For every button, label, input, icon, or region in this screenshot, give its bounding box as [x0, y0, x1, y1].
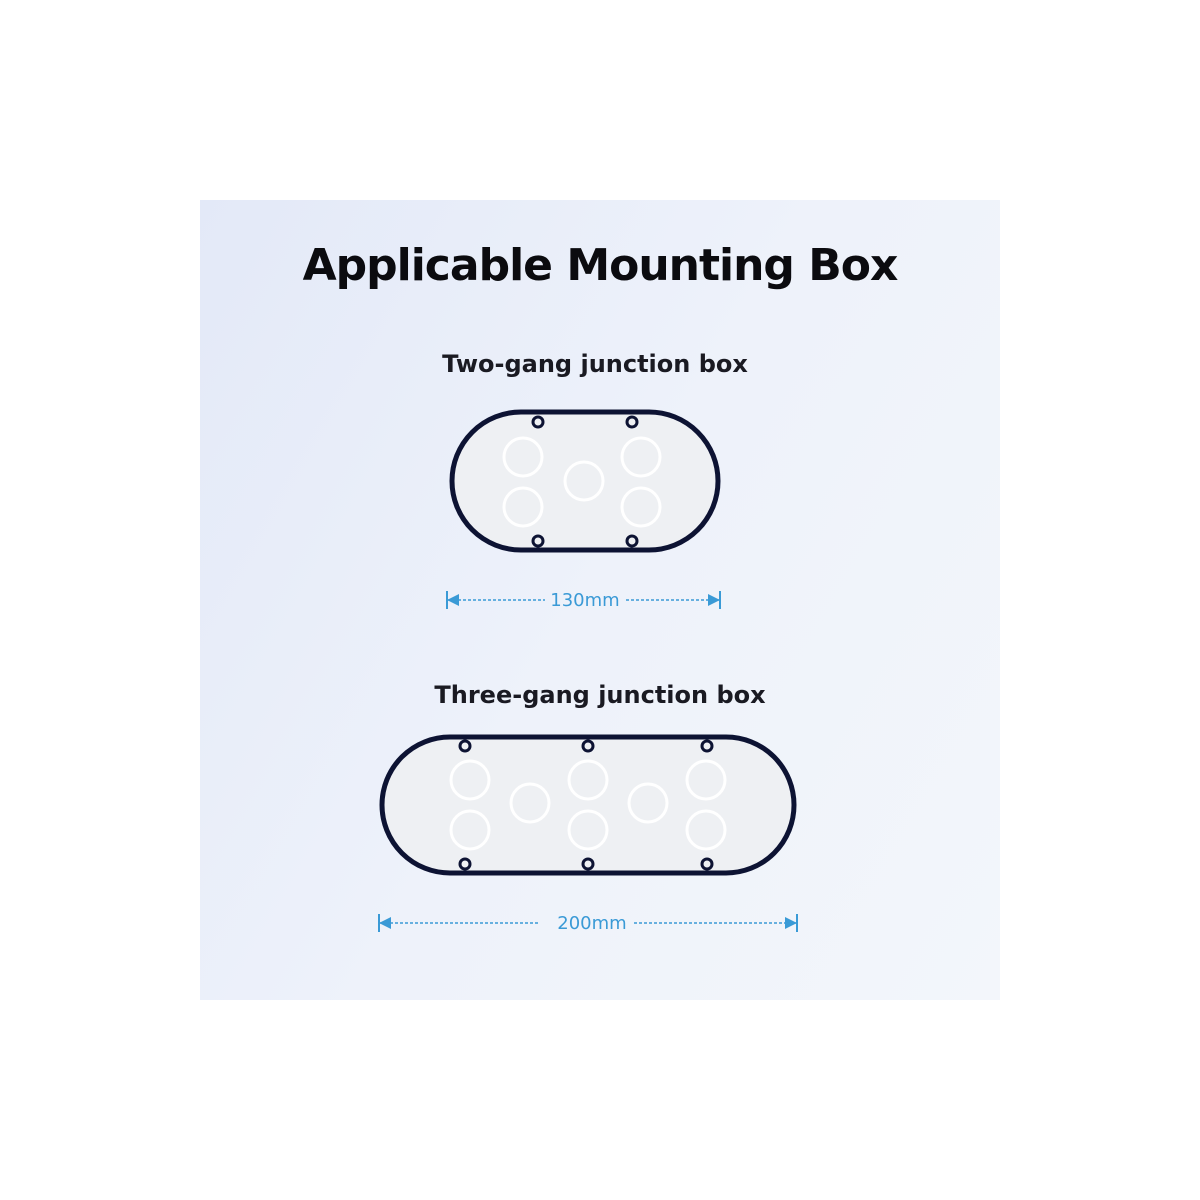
three-gang-box [379, 734, 797, 876]
two-gang-box [449, 409, 721, 553]
screw-hole-icon [700, 857, 714, 871]
three-gang-dimension-label: 200mm [557, 913, 626, 934]
mounting-box-drawing: 130mm [378, 409, 798, 934]
screw-hole-icon [581, 739, 595, 753]
three-gang-title: Three-gang junction box [434, 681, 766, 709]
two-gang-dimension: 130mm [446, 590, 721, 611]
screw-hole-icon [625, 415, 639, 429]
screw-hole-icon [531, 534, 545, 548]
panel: Applicable Mounting Box Two-gang junctio… [200, 200, 1000, 1000]
page-title: Applicable Mounting Box [302, 240, 899, 291]
screw-hole-icon [458, 857, 472, 871]
two-gang-title: Two-gang junction box [442, 350, 748, 378]
three-gang-dimension: 200mm [378, 913, 798, 934]
two-gang-dimension-label: 130mm [550, 590, 619, 611]
screw-hole-icon [581, 857, 595, 871]
screw-hole-icon [700, 739, 714, 753]
screw-hole-icon [458, 739, 472, 753]
screw-hole-icon [625, 534, 639, 548]
screw-hole-icon [531, 415, 545, 429]
